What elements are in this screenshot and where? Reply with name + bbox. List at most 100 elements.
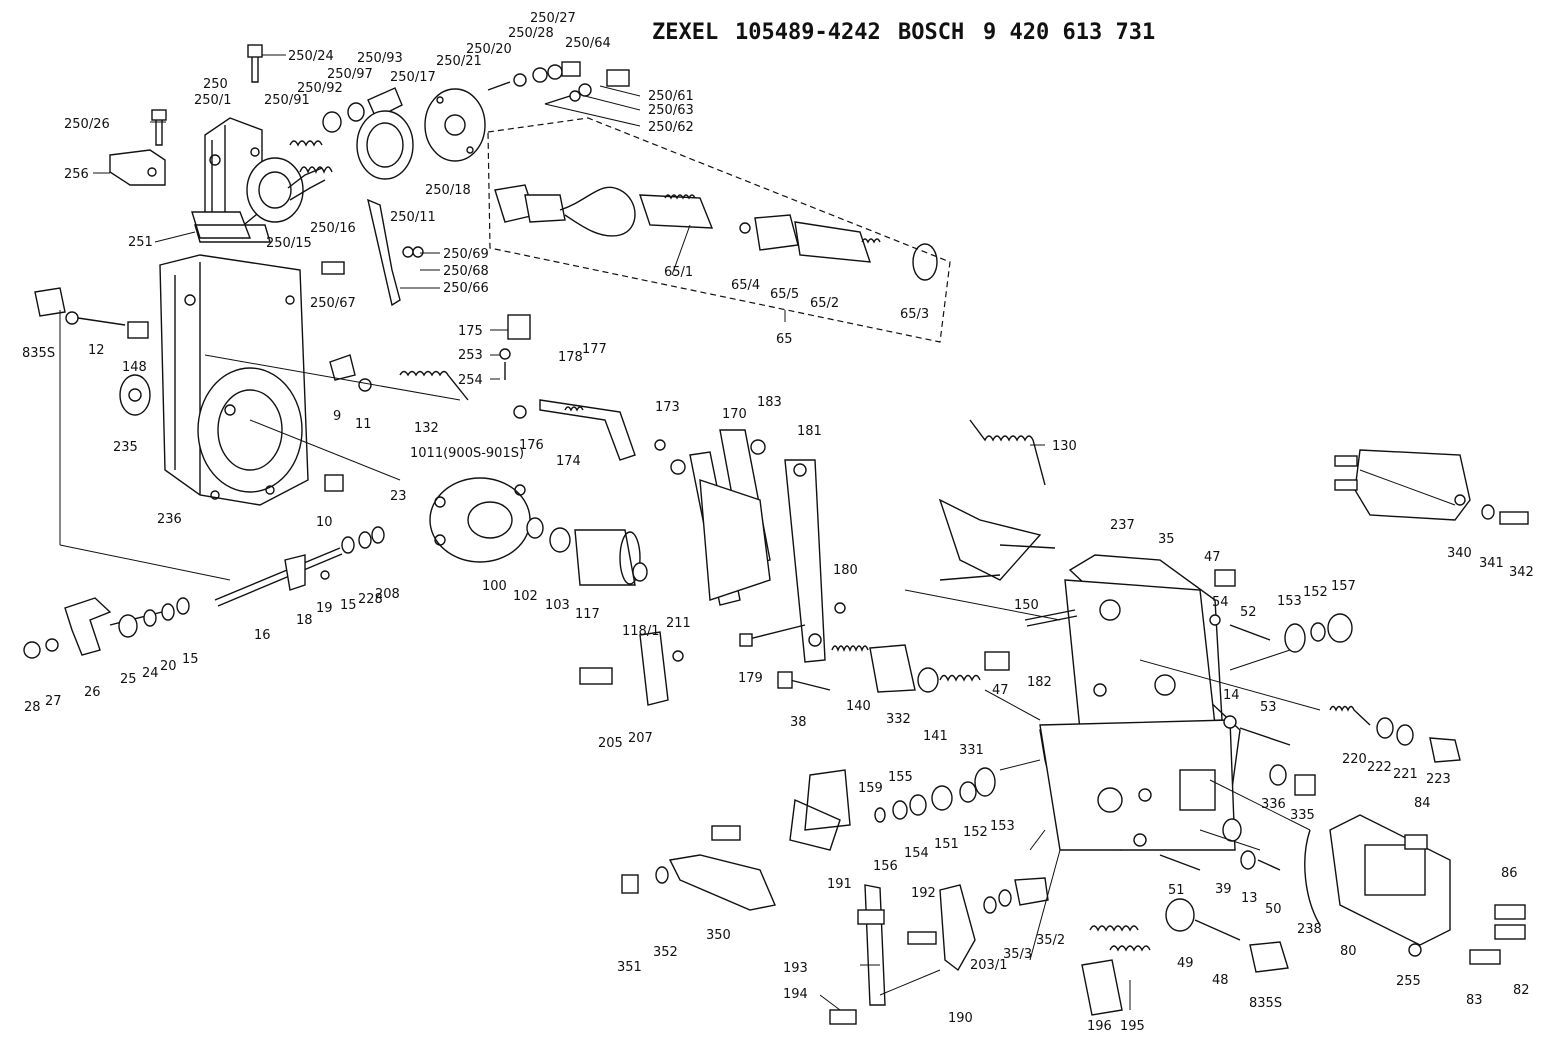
pump-main-housing <box>34 254 309 506</box>
label-18: 18 <box>296 613 313 628</box>
label-49: 49 <box>1177 956 1194 971</box>
label-12: 12 <box>88 343 105 358</box>
label-35-3: 35/3 <box>1003 947 1032 962</box>
label-178: 178 <box>558 350 583 365</box>
header-zexel-code: 105489-4242 <box>735 20 881 45</box>
label-20: 20 <box>160 659 177 674</box>
label-25: 25 <box>120 672 137 687</box>
label-102: 102 <box>513 589 538 604</box>
label-35: 35 <box>1158 532 1175 547</box>
drive-components <box>23 314 666 659</box>
label-340: 340 <box>1447 546 1472 561</box>
label-183: 183 <box>757 395 782 410</box>
governor-cover-assembly <box>109 44 630 307</box>
governor-lever-assembly <box>579 419 1056 706</box>
label-19: 19 <box>316 601 333 616</box>
label-195: 195 <box>1120 1019 1145 1034</box>
label-39: 39 <box>1215 882 1232 897</box>
label-16: 16 <box>254 628 271 643</box>
label-335: 335 <box>1290 808 1315 823</box>
label-180: 180 <box>833 563 858 578</box>
label-222: 222 <box>1367 760 1392 775</box>
label-51: 51 <box>1168 883 1185 898</box>
header-brand-zexel: ZEXEL <box>652 20 719 45</box>
label-179: 179 <box>738 671 763 686</box>
label-65-5: 65/5 <box>770 287 799 302</box>
label-159: 159 <box>858 781 883 796</box>
label-205: 205 <box>598 736 623 751</box>
label-35-2: 35/2 <box>1036 933 1065 948</box>
label-155: 155 <box>888 770 913 785</box>
label-148: 148 <box>122 360 147 375</box>
label-250-20: 250/20 <box>466 42 512 57</box>
label-236: 236 <box>157 512 182 527</box>
label-177: 177 <box>582 342 607 357</box>
label-331: 331 <box>959 743 984 758</box>
label-351: 351 <box>617 960 642 975</box>
label-238: 238 <box>1297 922 1322 937</box>
label-250-27: 250/27 <box>530 11 576 26</box>
label-47-a: 47 <box>1204 550 1221 565</box>
label-153-b: 153 <box>990 819 1015 834</box>
label-250-28: 250/28 <box>508 26 554 41</box>
label-196: 196 <box>1087 1019 1112 1034</box>
label-235: 235 <box>113 440 138 455</box>
label-256: 256 <box>64 167 89 182</box>
label-207: 207 <box>628 731 653 746</box>
label-342: 342 <box>1509 565 1534 580</box>
label-255: 255 <box>1396 974 1421 989</box>
label-86: 86 <box>1501 866 1518 881</box>
label-182: 182 <box>1027 675 1052 690</box>
label-65-3: 65/3 <box>900 307 929 322</box>
fuel-cut-solenoid-group <box>487 117 951 343</box>
label-15-a: 15 <box>340 598 357 613</box>
label-192: 192 <box>911 886 936 901</box>
label-65-4: 65/4 <box>731 278 760 293</box>
label-250: 250 <box>203 77 228 92</box>
label-103: 103 <box>545 598 570 613</box>
label-26: 26 <box>84 685 101 700</box>
label-250-91: 250/91 <box>264 93 310 108</box>
label-237: 237 <box>1110 518 1135 533</box>
label-254: 254 <box>458 373 483 388</box>
label-250-69: 250/69 <box>443 247 489 262</box>
label-250-15: 250/15 <box>266 236 312 251</box>
label-47-b: 47 <box>992 683 1009 698</box>
label-350: 350 <box>706 928 731 943</box>
header-bosch-code: 9 420 613 731 <box>983 20 1156 45</box>
label-11: 11 <box>355 417 372 432</box>
label-191: 191 <box>827 877 852 892</box>
label-82: 82 <box>1513 983 1530 998</box>
label-181: 181 <box>797 424 822 439</box>
label-203-1: 203/1 <box>970 958 1007 973</box>
label-38: 38 <box>790 715 807 730</box>
label-174: 174 <box>556 454 581 469</box>
label-250-24: 250/24 <box>288 49 334 64</box>
label-250-11: 250/11 <box>390 210 436 225</box>
label-341: 341 <box>1479 556 1504 571</box>
label-100: 100 <box>482 579 507 594</box>
label-250-64: 250/64 <box>565 36 611 51</box>
label-211: 211 <box>666 616 691 631</box>
label-65: 65 <box>776 332 793 347</box>
label-250-92: 250/92 <box>297 81 343 96</box>
distributor-head-assembly <box>984 449 1529 973</box>
label-176: 176 <box>519 438 544 453</box>
label-250-61: 250/61 <box>648 89 694 104</box>
label-23: 23 <box>390 489 407 504</box>
label-27: 27 <box>45 694 62 709</box>
label-228: 228 <box>358 592 383 607</box>
label-173: 173 <box>655 400 680 415</box>
label-336: 336 <box>1261 797 1286 812</box>
label-835s-top: 835S <box>22 346 55 361</box>
label-250-68: 250/68 <box>443 264 489 279</box>
label-250-16: 250/16 <box>310 221 356 236</box>
label-352: 352 <box>653 945 678 960</box>
label-15-b: 15 <box>182 652 199 667</box>
label-50: 50 <box>1265 902 1282 917</box>
label-150: 150 <box>1014 598 1039 613</box>
label-151: 151 <box>934 837 959 852</box>
label-190: 190 <box>948 1011 973 1026</box>
